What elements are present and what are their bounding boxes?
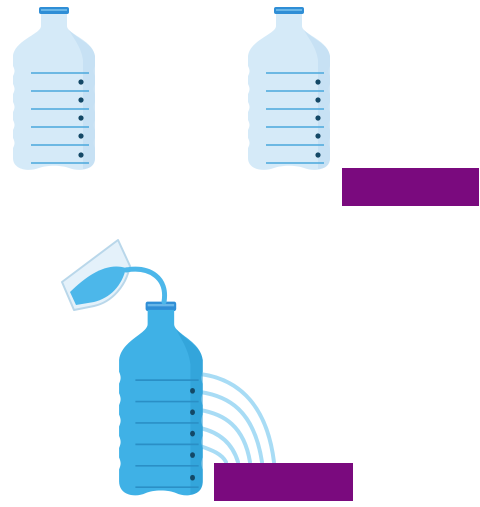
pour-stream xyxy=(126,269,165,302)
water-streams xyxy=(200,374,274,462)
measuring-cup-icon xyxy=(62,240,165,310)
empty-bottle xyxy=(13,7,95,170)
filled-bottle xyxy=(119,302,203,496)
purple-block-top xyxy=(342,168,479,206)
empty-bottle-near-block xyxy=(248,7,330,170)
bottle-cap xyxy=(146,302,177,312)
bottle-cap-ridges xyxy=(41,9,67,11)
purple-block-bottom xyxy=(214,463,353,501)
